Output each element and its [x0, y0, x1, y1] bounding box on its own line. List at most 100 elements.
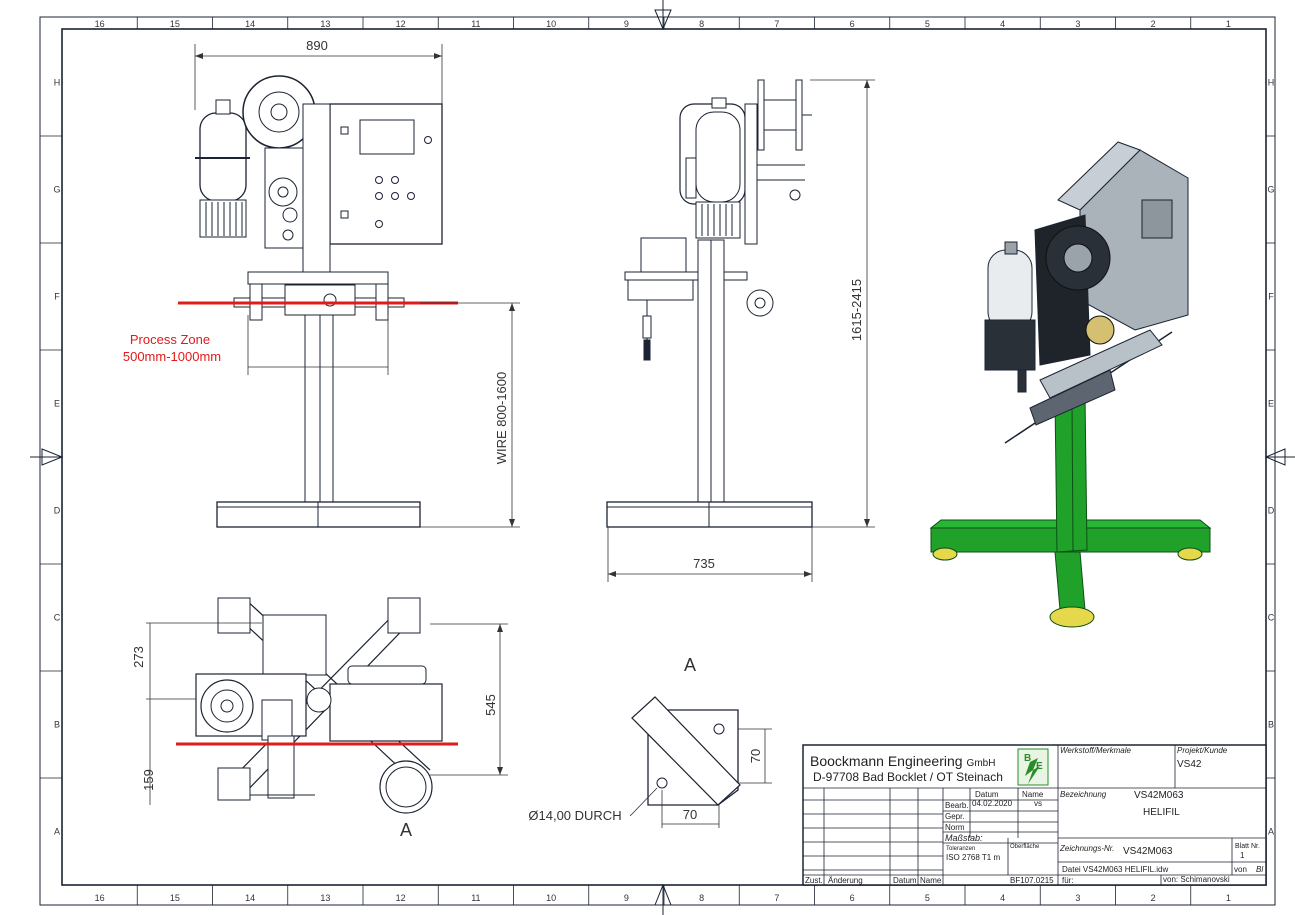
frame-row-label: E — [54, 399, 60, 409]
bearb-name: vs — [1034, 799, 1042, 808]
isometric-view — [929, 141, 1212, 628]
frame-row-label: F — [1268, 292, 1274, 302]
frame-column-label: 1 — [1226, 893, 1231, 903]
process-zone-label: Process Zone — [130, 332, 210, 347]
dimension-735: 735 — [693, 556, 715, 571]
frame-column-label: 5 — [925, 19, 930, 29]
fuer-label: für: — [1062, 876, 1074, 885]
frame-row-label: D — [1268, 506, 1275, 516]
von-name: von: Schimanovski — [1163, 875, 1230, 884]
bearb-label: Bearb. — [945, 801, 969, 810]
dimension-detail-70-horizontal: 70 — [683, 807, 697, 822]
frame-row-label: B — [54, 720, 60, 730]
detail-a: A 70 70 Ø14,00 DURCH — [528, 655, 772, 828]
frame-column-label: 1 — [1226, 19, 1231, 29]
frame-column-label: 7 — [774, 19, 779, 29]
aenderung-label: Änderung — [828, 876, 863, 885]
front-view: 890 — [123, 38, 520, 528]
dimension-total-height: 1615-2415 — [849, 279, 864, 341]
frame-column-label: 2 — [1151, 893, 1156, 903]
frame-column-label: 16 — [95, 893, 105, 903]
von-label: von — [1234, 865, 1247, 874]
process-zone-range: 500mm-1000mm — [123, 349, 221, 364]
frame-column-label: 11 — [471, 893, 480, 903]
frame-row-label: E — [1268, 399, 1274, 409]
frame-column-label: 4 — [1000, 19, 1005, 29]
toleranzen-label: Toleranzen — [946, 846, 975, 852]
blatt-value: 1 — [1240, 851, 1245, 860]
frame-column-label: 7 — [774, 893, 779, 903]
drawing-frame: 1616151514141313121211111010998877665544… — [30, 0, 1295, 915]
von-short: Bl — [1256, 865, 1263, 874]
frame-column-label: 16 — [95, 19, 105, 29]
frame-row-label: A — [1268, 827, 1274, 837]
frame-column-label: 6 — [850, 19, 855, 29]
frame-row-label: C — [54, 613, 61, 623]
frame-row-label: A — [54, 827, 60, 837]
frame-column-label: 5 — [925, 893, 930, 903]
dimension-detail-70-vertical: 70 — [748, 749, 763, 763]
frame-column-label: 8 — [699, 19, 704, 29]
zeichnungsnr-value: VS42M063 — [1123, 846, 1173, 857]
frame-column-label: 12 — [396, 19, 406, 29]
frame-column-label: 15 — [170, 893, 180, 903]
zust-label: Zust. — [805, 876, 823, 885]
frame-row-label: G — [1267, 185, 1274, 195]
frame-column-label: 11 — [471, 19, 480, 29]
center-mark-right — [1264, 448, 1295, 466]
section-label-a-bottom: A — [400, 820, 412, 840]
frame-column-label: 9 — [624, 19, 629, 29]
frame-column-label: 10 — [546, 893, 556, 903]
frame-row-label: C — [1268, 613, 1275, 623]
frame-column-label: 10 — [546, 19, 556, 29]
frame-column-label: 12 — [396, 893, 406, 903]
bearb-date: 04.02.2020 — [972, 799, 1013, 808]
hole-callout: Ø14,00 DURCH — [528, 808, 621, 823]
center-mark-left — [30, 448, 64, 466]
frame-column-label: 9 — [624, 893, 629, 903]
frame-row-label: H — [1268, 78, 1275, 88]
frame-column-label: 3 — [1075, 893, 1080, 903]
section-label-a-top: A — [684, 655, 696, 675]
frame-column-label: 14 — [245, 19, 255, 29]
bezeichnung-label: Bezeichnung — [1060, 790, 1107, 799]
frame-column-label: 13 — [320, 893, 330, 903]
gepr-label: Gepr. — [945, 812, 965, 821]
bezeichnung-value-1: VS42M063 — [1134, 790, 1184, 801]
frame-column-label: 8 — [699, 893, 704, 903]
frame-column-label: 14 — [245, 893, 255, 903]
datum2-label: Datum — [893, 876, 917, 885]
frame-column-label: 13 — [320, 19, 330, 29]
bezeichnung-value-2: HELIFIL — [1143, 807, 1180, 818]
frame-column-label: 2 — [1151, 19, 1156, 29]
dimension-273: 273 — [131, 646, 146, 668]
toleranzen-value: ISO 2768 T1 m — [946, 853, 1000, 862]
bf-number: BF107.0215 — [1010, 876, 1054, 885]
dimension-890: 890 — [306, 38, 328, 53]
frame-column-label: 15 — [170, 19, 180, 29]
dimension-545: 545 — [483, 694, 498, 716]
frame-row-label: G — [53, 185, 60, 195]
datum-header: Datum — [975, 790, 999, 799]
dimension-159: 159 — [141, 769, 156, 791]
dimension-wire-height: WIRE 800-1600 — [494, 372, 509, 465]
zeichnungsnr-label: Zeichnungs-Nr. — [1059, 844, 1114, 853]
plan-view: 273 159 545 A — [131, 597, 508, 840]
name-header: Name — [1022, 790, 1044, 799]
name2-label: Name — [920, 876, 942, 885]
frame-row-label: B — [1268, 720, 1274, 730]
blatt-label: Blatt Nr. — [1235, 843, 1260, 850]
company-address: D-97708 Bad Bocklet / OT Steinach — [813, 770, 1003, 784]
projekt-value: VS42 — [1177, 759, 1202, 770]
frame-row-label: D — [54, 506, 61, 516]
werkstoff-label: Werkstoff/Merkmale — [1060, 746, 1132, 755]
company-logo-icon: B E — [1017, 748, 1049, 786]
datei-label: Datei VS42M063 HELIFIL.idw — [1062, 865, 1168, 874]
svg-text:B: B — [1024, 753, 1031, 764]
frame-column-label: 3 — [1075, 19, 1080, 29]
center-mark-bottom — [654, 883, 672, 915]
frame-column-label: 4 — [1000, 893, 1005, 903]
side-view: 735 1615-2415 — [606, 79, 875, 582]
